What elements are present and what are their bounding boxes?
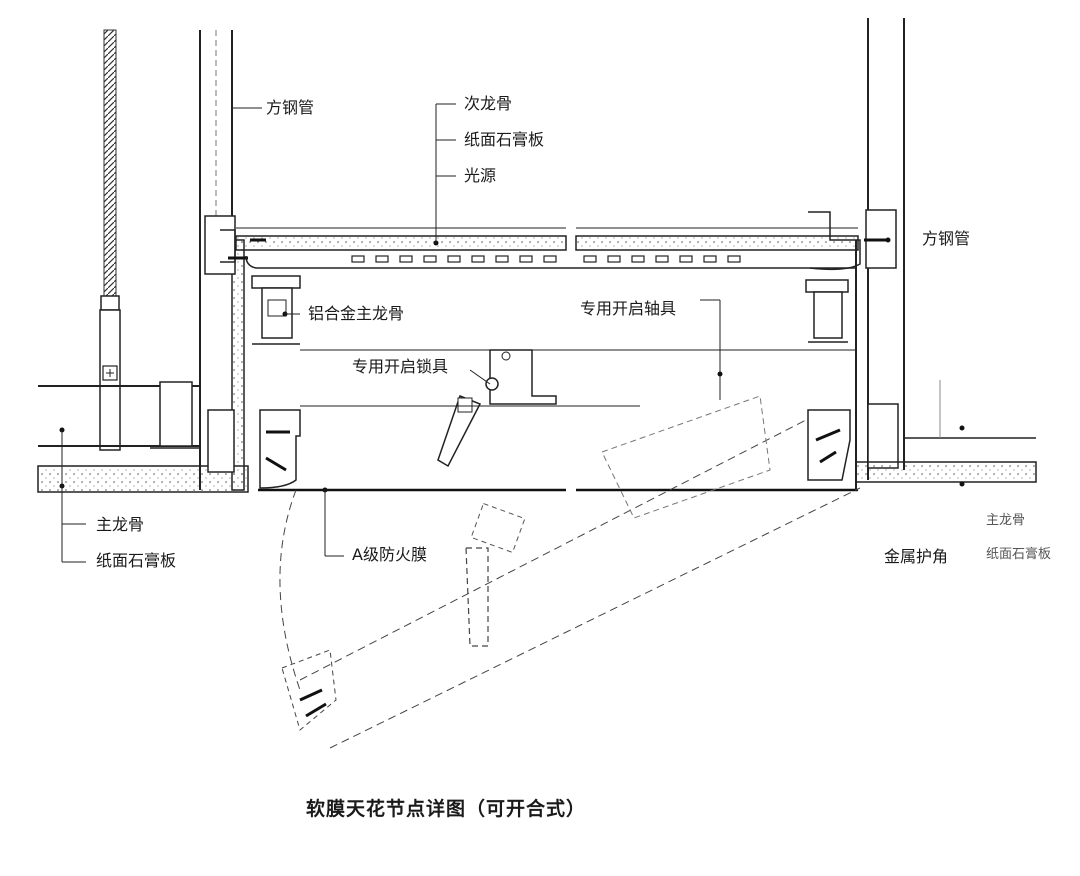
light-source-unit: [583, 255, 597, 263]
light-source-unit: [655, 255, 669, 263]
label-opening-shaft-fitting: 专用开启轴具: [580, 299, 677, 318]
light-source-unit: [543, 255, 557, 263]
light-source-unit: [679, 255, 693, 263]
light-source-unit: [495, 255, 509, 263]
label-metal-corner-guard: 金属护角: [884, 547, 949, 566]
drawing-caption: 软膜天花节点详图（可开合式）: [306, 798, 587, 820]
lock-fitting: [437, 349, 557, 468]
right-gypsum-board: [855, 380, 1037, 487]
label-light-source: 光源: [464, 166, 497, 185]
label-fireproof-membrane: A级防火膜: [352, 545, 427, 564]
shaft-fitting: [717, 279, 849, 400]
label-aluminum-main-keel: 铝合金主龙骨: [308, 304, 405, 323]
light-source-unit: [727, 255, 741, 263]
label-square-steel-tube-right: 方钢管: [922, 229, 971, 248]
label-faint-main-keel-right: 主龙骨: [986, 513, 1026, 528]
left-lower-frame: [150, 409, 301, 489]
light-source-unit: [375, 255, 389, 263]
light-source-unit: [631, 255, 645, 263]
light-source-unit: [607, 255, 621, 263]
left-square-steel-tube: [199, 30, 262, 490]
left-main-keel: [38, 381, 200, 447]
threaded-rod: [99, 29, 121, 451]
label-gypsum-board-left: 纸面石膏板: [96, 551, 177, 570]
light-source-unit: [447, 255, 461, 263]
left-gypsum-board: [37, 465, 249, 493]
leader-lines: [61, 103, 720, 563]
label-square-steel-tube-left: 方钢管: [266, 98, 315, 117]
light-source-unit: [351, 255, 365, 263]
aluminum-main-keel-profile: [251, 275, 856, 351]
top-gypsum-board: [235, 227, 859, 251]
right-lower-frame: [807, 403, 899, 481]
light-source-unit: [471, 255, 485, 263]
light-source-unit: [703, 255, 717, 263]
light-source-unit: [399, 255, 413, 263]
label-gypsum-board-top: 纸面石膏板: [464, 130, 545, 149]
label-secondary-keel: 次龙骨: [464, 94, 513, 113]
light-source-unit: [423, 255, 437, 263]
label-faint-gypsum-right: 纸面石膏板: [986, 547, 1052, 562]
light-source-row: [351, 255, 741, 263]
top-left-bracket: [204, 215, 856, 275]
label-opening-lock-fitting: 专用开启锁具: [352, 357, 449, 376]
label-main-keel-left: 主龙骨: [96, 515, 145, 534]
right-square-steel-tube: [808, 18, 905, 490]
fireproof-membrane-line: [258, 405, 858, 493]
open-state-panel: [279, 395, 861, 749]
light-source-unit: [519, 255, 533, 263]
